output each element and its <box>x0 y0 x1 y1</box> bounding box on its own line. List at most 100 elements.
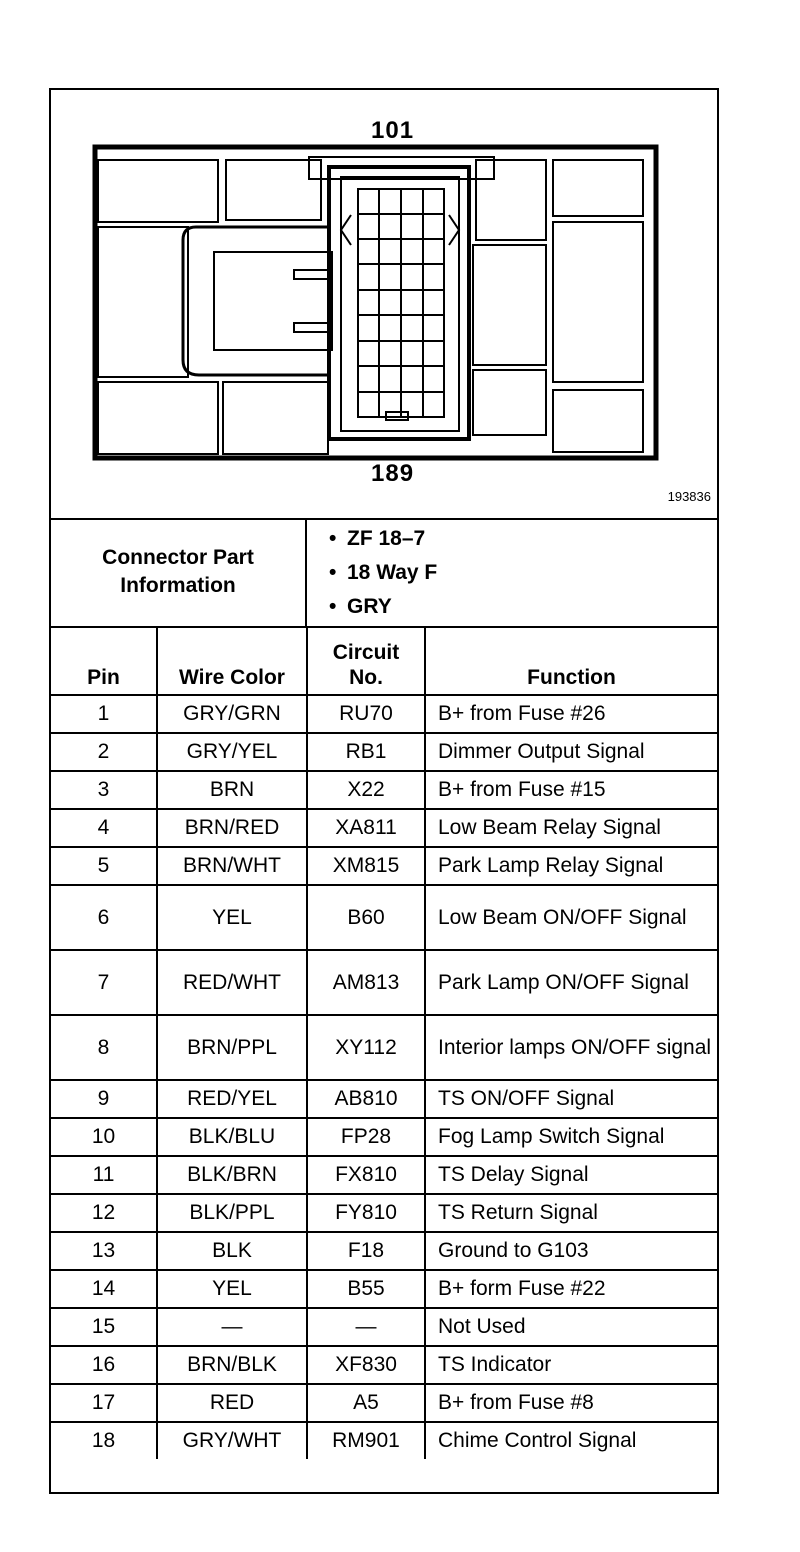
cell-function: Park Lamp ON/OFF Signal <box>424 949 717 1016</box>
cell-circuit-no: RB1 <box>306 732 426 772</box>
cavity-block-lower-center-right <box>472 369 547 436</box>
cell-wire-color: YEL <box>156 1269 308 1309</box>
connector-part-info-label-text: Connector Part Information <box>102 546 254 597</box>
pin-table-header: Pin Wire Color Circuit No. Function <box>51 626 717 696</box>
cavity-block-lower-center-left <box>222 381 329 455</box>
cavity-block-upper-right <box>552 159 644 217</box>
terminal-block-latch-right <box>448 214 461 246</box>
cell-wire-color: RED <box>156 1383 308 1423</box>
cell-function: Low Beam Relay Signal <box>424 808 717 848</box>
cell-function: Dimmer Output Signal <box>424 732 717 772</box>
cell-circuit-no: B55 <box>306 1269 426 1309</box>
cell-circuit-no: FY810 <box>306 1193 426 1233</box>
cell-pin: 18 <box>51 1421 158 1459</box>
cavity-block-upper-left <box>97 159 219 223</box>
terminal-block-latch-left <box>339 214 352 246</box>
cell-wire-color: BRN/WHT <box>156 846 308 886</box>
cell-wire-color: BRN <box>156 770 308 810</box>
cell-pin: 5 <box>51 846 158 886</box>
lever-slot <box>213 251 333 351</box>
cell-pin: 8 <box>51 1014 158 1081</box>
cell-pin: 16 <box>51 1345 158 1385</box>
cell-wire-color: — <box>156 1307 308 1347</box>
table-row: 15——Not Used <box>51 1307 717 1347</box>
cell-wire-color: BLK <box>156 1231 308 1271</box>
cell-function: TS Indicator <box>424 1345 717 1385</box>
cell-pin: 17 <box>51 1383 158 1423</box>
cell-function: B+ form Fuse #22 <box>424 1269 717 1309</box>
cell-wire-color: GRY/GRN <box>156 694 308 734</box>
cell-wire-color: YEL <box>156 884 308 951</box>
cell-function: Park Lamp Relay Signal <box>424 846 717 886</box>
cell-circuit-no: XY112 <box>306 1014 426 1081</box>
cell-function: Fog Lamp Switch Signal <box>424 1117 717 1157</box>
cavity-block-lower-left <box>97 381 219 455</box>
cell-function: B+ from Fuse #26 <box>424 694 717 734</box>
connector-part-info-list: ZF 18–7 18 Way F GRY <box>307 522 437 624</box>
cell-wire-color: BRN/PPL <box>156 1014 308 1081</box>
cell-circuit-no: AM813 <box>306 949 426 1016</box>
cell-wire-color: GRY/WHT <box>156 1421 308 1459</box>
cell-pin: 13 <box>51 1231 158 1271</box>
cell-function: B+ from Fuse #15 <box>424 770 717 810</box>
connector-part-info: Connector Part Information ZF 18–7 18 Wa… <box>51 518 717 628</box>
cell-function: Interior lamps ON/OFF signal <box>424 1014 717 1081</box>
cell-circuit-no: FP28 <box>306 1117 426 1157</box>
cell-pin: 4 <box>51 808 158 848</box>
cell-wire-color: RED/YEL <box>156 1079 308 1119</box>
cell-pin: 12 <box>51 1193 158 1233</box>
connector-diagram: 101 <box>51 90 717 520</box>
cell-circuit-no: B60 <box>306 884 426 951</box>
top-latch-tab <box>308 156 495 180</box>
cell-wire-color: BLK/PPL <box>156 1193 308 1233</box>
cell-pin: 1 <box>51 694 158 734</box>
connector-way-count: 18 Way F <box>307 556 437 590</box>
cell-pin: 6 <box>51 884 158 951</box>
cell-circuit-no: FX810 <box>306 1155 426 1195</box>
connector-housing-outline <box>92 144 659 461</box>
cavity-block-upper-center-right <box>475 159 547 241</box>
header-function: Function <box>424 626 717 696</box>
cavity-block-middle-center-right <box>472 244 547 366</box>
cell-wire-color: BRN/BLK <box>156 1345 308 1385</box>
terminal-block-outer <box>327 165 471 441</box>
cell-circuit-no: AB810 <box>306 1079 426 1119</box>
cell-circuit-no: RM901 <box>306 1421 426 1459</box>
cell-pin: 2 <box>51 732 158 772</box>
cell-function: Not Used <box>424 1307 717 1347</box>
connector-part-info-label: Connector Part Information <box>51 518 307 626</box>
cell-circuit-no: F18 <box>306 1231 426 1271</box>
cell-function: TS ON/OFF Signal <box>424 1079 717 1119</box>
lever-prong-upper <box>293 269 333 280</box>
cell-circuit-no: — <box>306 1307 426 1347</box>
cell-pin: 7 <box>51 949 158 1016</box>
header-circuit-no-text: Circuit No. <box>332 641 400 689</box>
cell-circuit-no: XA811 <box>306 808 426 848</box>
cell-pin: 11 <box>51 1155 158 1195</box>
terminal-block-inner <box>340 176 460 432</box>
cell-pin: 14 <box>51 1269 158 1309</box>
connector-part-number: ZF 18–7 <box>307 522 437 556</box>
cell-pin: 9 <box>51 1079 158 1119</box>
header-circuit-no: Circuit No. <box>306 626 426 696</box>
header-wire-color: Wire Color <box>156 626 308 696</box>
cell-wire-color: BRN/RED <box>156 808 308 848</box>
pin-range-bottom-label: 189 <box>371 460 415 487</box>
cell-function: Ground to G103 <box>424 1231 717 1271</box>
cell-circuit-no: XM815 <box>306 846 426 886</box>
